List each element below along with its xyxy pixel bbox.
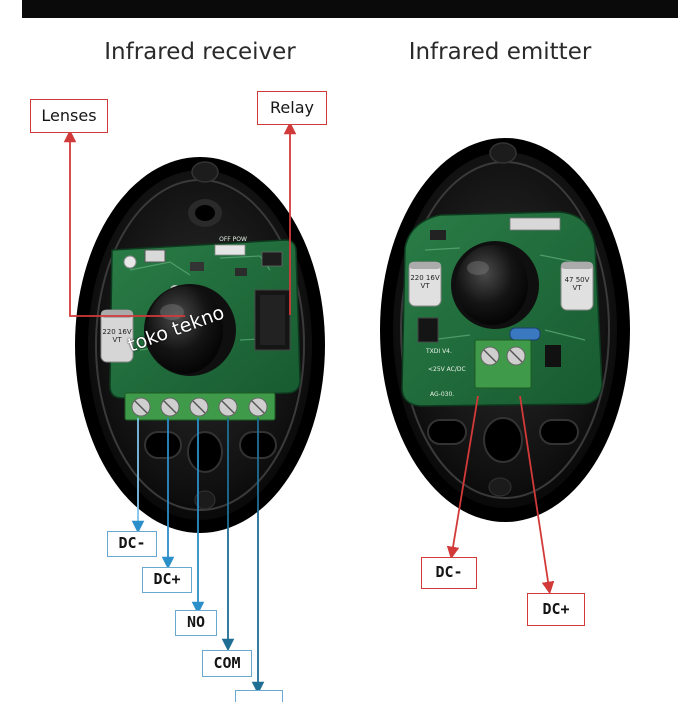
receiver-label-com: COM — [202, 650, 252, 677]
receiver-lens — [147, 286, 223, 374]
emitter-label-dc-plus: DC+ — [527, 593, 585, 626]
emitter-wire-dc-minus — [446, 395, 479, 560]
emitter-mount-hole-top — [489, 142, 517, 164]
emitter-label-dc-minus: DC- — [421, 557, 477, 589]
heading-receiver: Infrared receiver — [104, 39, 296, 65]
emitter-board-marking: TXDI V4. — [426, 348, 452, 355]
emitter-wire-dc-plus — [519, 395, 555, 595]
heading-emitter: Infrared emitter — [408, 39, 592, 65]
receiver-label-dc-minus: DC- — [107, 531, 157, 557]
receiver-switch-marking: OFF POW — [219, 236, 247, 243]
emitter-board-volt-marking: <25V AC/DC — [428, 366, 466, 373]
emitter-resistor — [509, 327, 541, 341]
emitter-cap-left-marking: 220 16V VT — [410, 274, 440, 290]
callout-relay: Relay — [257, 91, 327, 125]
receiver-label-dc-plus: DC+ — [142, 567, 192, 593]
top-banner-bar — [22, 0, 678, 18]
lenses-callout-line — [63, 129, 185, 317]
emitter-board-code-marking: AG-030. — [430, 391, 455, 398]
receiver-label-no: NO — [175, 610, 217, 636]
emitter-device — [380, 138, 630, 522]
callout-lenses: Lenses — [30, 99, 108, 133]
emitter-cap-right-marking: 47 50V VT — [564, 276, 590, 292]
receiver-cap-marking: 220 16V VT — [102, 328, 132, 344]
receiver-label-5 — [235, 690, 283, 702]
receiver-device — [75, 157, 325, 533]
receiver-switch — [214, 244, 246, 256]
emitter-lens — [456, 245, 528, 325]
emitter-terminal-block — [474, 339, 532, 389]
